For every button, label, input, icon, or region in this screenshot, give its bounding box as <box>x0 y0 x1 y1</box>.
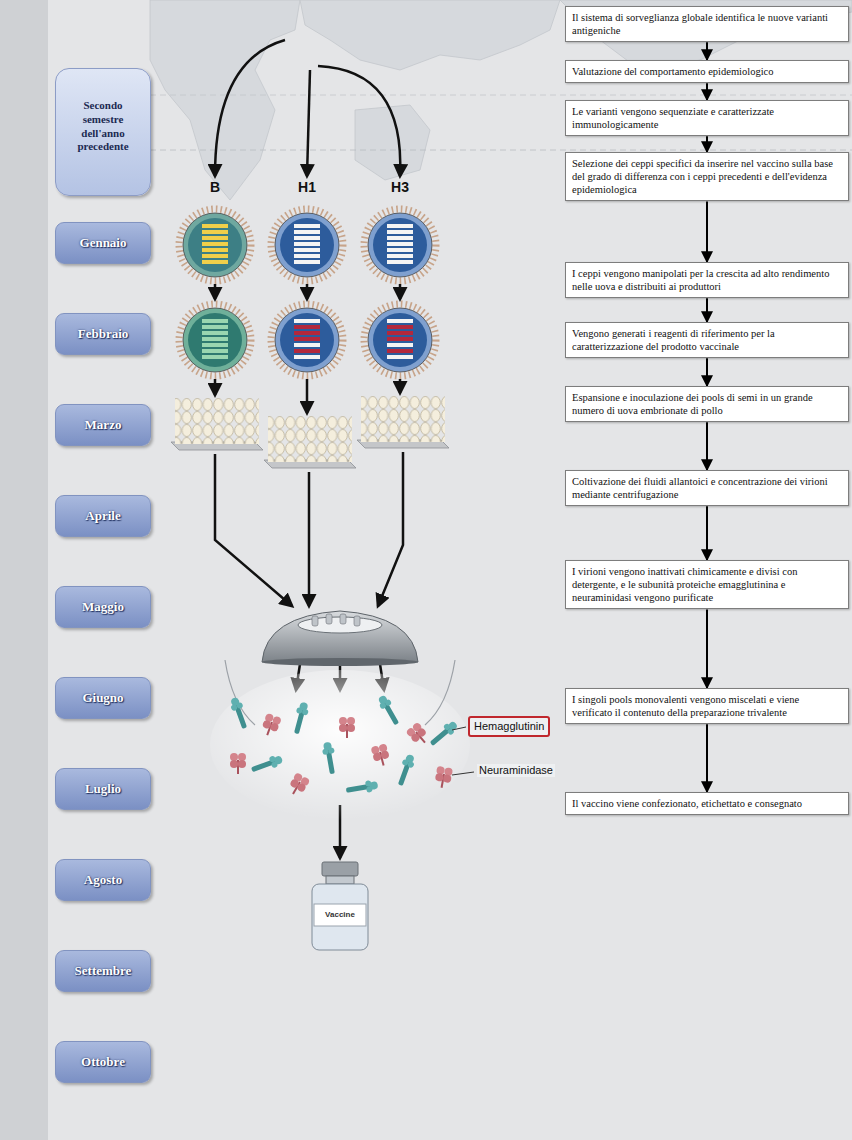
flow-arrow <box>706 201 708 262</box>
month-tab: Luglio <box>55 768 151 810</box>
strain-arrows <box>215 40 400 176</box>
callout-label: Hemagglutinin <box>474 720 544 733</box>
process-box: Valutazione del comportamento epidemiolo… <box>565 60 849 83</box>
month-label: Ottobre <box>81 1055 125 1069</box>
virus-b <box>179 209 251 281</box>
month-label: Agosto <box>84 873 122 887</box>
month-label: Aprile <box>85 509 120 523</box>
process-box: Coltivazione dei fluidi allantoici e con… <box>565 470 849 506</box>
leader-line <box>452 727 466 730</box>
month-tab: Aprile <box>55 495 151 537</box>
step-text: Selezione dei ceppi specifici da inserir… <box>572 157 842 196</box>
step-text: I singoli pools monovalenti vengono misc… <box>572 693 842 719</box>
process-box: Le varianti vengono sequenziate e caratt… <box>565 100 849 136</box>
flow-arrow <box>706 42 708 60</box>
proteins <box>228 693 459 798</box>
egg-tray <box>171 398 263 450</box>
step-text: Espansione e inoculazione dei pools di s… <box>572 391 842 417</box>
centrifuge <box>210 611 470 820</box>
month-label: Marzo <box>85 418 122 432</box>
step-text: Vengono generati i reagenti di riferimen… <box>572 327 842 353</box>
month-label: Febbraio <box>78 327 129 341</box>
leader-line <box>452 772 474 775</box>
flow-arrow <box>706 136 708 152</box>
month-tab: Giugno <box>55 677 151 719</box>
vaccine-vial <box>312 862 368 950</box>
centrifuge-body <box>262 611 418 662</box>
process-box: Espansione e inoculazione dei pools di s… <box>565 386 849 422</box>
step-text: I ceppi vengono manipolati per la cresci… <box>572 267 842 293</box>
month-tab: Settembre <box>55 950 151 992</box>
virus-h1 <box>271 209 343 281</box>
egg-trays <box>171 396 449 468</box>
reassortant-h3 <box>364 304 436 376</box>
process-box: I virioni vengono inattivati chimicament… <box>565 560 849 609</box>
process-box: I singoli pools monovalenti vengono misc… <box>565 688 849 724</box>
month-tab: Marzo <box>55 404 151 446</box>
month-tab: Ottobre <box>55 1041 151 1083</box>
flow-arrow <box>706 724 708 792</box>
month-tab: Maggio <box>55 586 151 628</box>
month-label: Settembre <box>75 964 132 978</box>
strain-label: H3 <box>391 180 409 194</box>
month-label: Giugno <box>82 691 123 705</box>
process-box: Vengono generati i reagenti di riferimen… <box>565 322 849 358</box>
month-tab: Gennaio <box>55 222 151 264</box>
step-text: Coltivazione dei fluidi allantoici e con… <box>572 475 842 501</box>
egg-tray <box>264 416 356 468</box>
process-box: I ceppi vengono manipolati per la cresci… <box>565 262 849 298</box>
virus-h3 <box>364 209 436 281</box>
step-text: Valutazione del comportamento epidemiolo… <box>572 65 842 78</box>
flow-arrow <box>706 506 708 560</box>
process-box: Selezione dei ceppi specifici da inserir… <box>565 152 849 201</box>
flow-arrow <box>706 298 708 322</box>
step-text: Il vaccino viene confezionato, etichetta… <box>572 797 842 810</box>
flow-arrow <box>706 422 708 470</box>
vial-label: Vaccine <box>325 911 355 919</box>
month-label: Luglio <box>85 782 121 796</box>
flow-arrow <box>706 358 708 386</box>
step-text: Il sistema di sorveglianza globale ident… <box>572 11 842 37</box>
flow-arrow <box>706 83 708 100</box>
strain-label: B <box>210 180 220 194</box>
virus-row-2 <box>179 304 436 376</box>
step-text: Le varianti vengono sequenziate e caratt… <box>572 105 842 131</box>
centrifuge-base <box>262 658 418 666</box>
reassortant-b <box>179 304 251 376</box>
virus-row-1 <box>179 209 436 281</box>
protein-label: Neuraminidase <box>477 764 555 777</box>
process-box: Il vaccino viene confezionato, etichetta… <box>565 792 849 815</box>
reassortant-h1 <box>271 304 343 376</box>
side-strip <box>0 0 48 1140</box>
month-tab: Agosto <box>55 859 151 901</box>
process-box: Il sistema di sorveglianza globale ident… <box>565 6 849 42</box>
period-tab: Secondo semestre dell'anno precedente <box>55 68 151 196</box>
month-label: Gennaio <box>80 236 127 250</box>
flow-arrow <box>706 609 708 688</box>
glow <box>210 670 470 820</box>
month-tab: Febbraio <box>55 313 151 355</box>
step-text: I virioni vengono inattivati chimicament… <box>572 565 842 604</box>
month-label: Maggio <box>82 600 124 614</box>
strain-label: H1 <box>298 180 316 194</box>
fan-line <box>425 660 455 725</box>
egg-tray <box>357 396 449 448</box>
period-label: Secondo semestre dell'anno precedente <box>62 99 144 154</box>
callout-box: Hemagglutinin <box>468 716 550 737</box>
